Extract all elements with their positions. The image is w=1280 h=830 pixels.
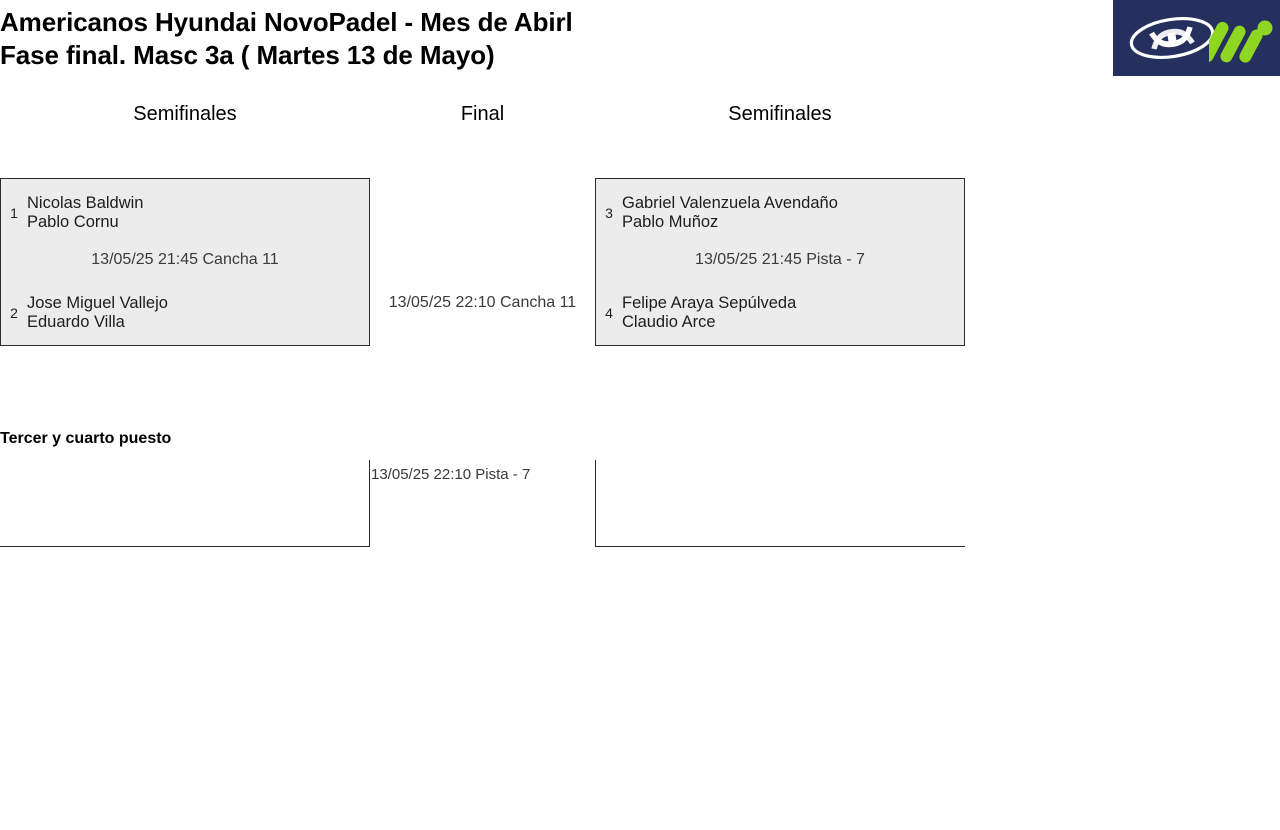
player-name: Felipe Araya Sepúlveda <box>622 294 797 312</box>
match-semifinal-left[interactable]: 1 Nicolas Baldwin Pablo Cornu 13/05/25 2… <box>0 178 370 346</box>
final-datetime-court: 13/05/25 22:10 Cancha 11 <box>388 294 577 311</box>
page-header: Americanos Hyundai NovoPadel - Mes de Ab… <box>0 0 1280 90</box>
team-seed: 4 <box>605 305 613 321</box>
hyundai-logo-icon <box>1129 17 1215 59</box>
player-name: Jose Miguel Vallejo <box>27 294 168 312</box>
empty-team-slot <box>596 460 965 546</box>
third-place-title: Tercer y cuarto puesto <box>0 430 172 447</box>
team-players: Nicolas Baldwin Pablo Cornu <box>27 194 369 232</box>
match-datetime-court: 13/05/25 21:45 Cancha 11 <box>91 251 279 268</box>
bracket-container: Semifinales Final Semifinales 1 Nicolas … <box>0 100 1000 351</box>
player-name: Claudio Arce <box>622 313 716 331</box>
player-name: Nicolas Baldwin <box>27 194 144 212</box>
team-row[interactable]: 1 Nicolas Baldwin Pablo Cornu <box>1 189 369 237</box>
tournament-title-line-1: Americanos Hyundai NovoPadel - Mes de Ab… <box>0 7 573 37</box>
team-seed: 3 <box>605 205 613 221</box>
team-players: Jose Miguel Vallejo Eduardo Villa <box>27 294 369 332</box>
team-seed: 1 <box>10 205 18 221</box>
team-row[interactable]: 2 Jose Miguel Vallejo Eduardo Villa <box>1 289 369 337</box>
novopadel-m-logo-icon <box>1209 20 1273 63</box>
team-row[interactable]: 3 Gabriel Valenzuela Avendaño Pablo Muño… <box>596 189 964 237</box>
third-place-slot-left[interactable] <box>0 460 370 547</box>
empty-team-slot <box>0 460 369 546</box>
team-players: Felipe Araya Sepúlveda Claudio Arce <box>622 294 964 332</box>
tournament-phase-line-2: Fase final. Masc 3a ( Martes 13 de Mayo) <box>0 40 495 70</box>
round-header-semifinals-right: Semifinales <box>728 103 832 125</box>
round-header-semifinals-left: Semifinales <box>133 103 237 125</box>
player-name: Eduardo Villa <box>27 313 125 331</box>
sponsor-logo-block <box>1113 0 1280 76</box>
match-datetime-court: 13/05/25 21:45 Pista - 7 <box>695 251 865 268</box>
page-title: Americanos Hyundai NovoPadel - Mes de Ab… <box>0 6 1100 72</box>
third-place-datetime-court: 13/05/25 22:10 Pista - 7 <box>371 466 531 483</box>
team-players: Gabriel Valenzuela Avendaño Pablo Muñoz <box>622 194 964 232</box>
third-place-section: Tercer y cuarto puesto 13/05/25 22:10 Pi… <box>0 428 1000 547</box>
player-name: Gabriel Valenzuela Avendaño <box>622 194 838 212</box>
team-row[interactable]: 4 Felipe Araya Sepúlveda Claudio Arce <box>596 289 964 337</box>
round-header-row: Semifinales Final Semifinales <box>0 100 1000 136</box>
round-header-final: Final <box>460 103 505 125</box>
third-place-row: 13/05/25 22:10 Pista - 7 <box>0 460 1000 547</box>
player-name: Pablo Cornu <box>27 213 119 231</box>
match-semifinal-right[interactable]: 3 Gabriel Valenzuela Avendaño Pablo Muño… <box>595 178 965 346</box>
team-seed: 2 <box>10 305 18 321</box>
matches-row: 1 Nicolas Baldwin Pablo Cornu 13/05/25 2… <box>0 136 1000 351</box>
third-place-slot-right[interactable] <box>595 460 965 547</box>
player-name: Pablo Muñoz <box>622 213 719 231</box>
match-final[interactable]: 13/05/25 22:10 Cancha 11 <box>370 178 595 346</box>
